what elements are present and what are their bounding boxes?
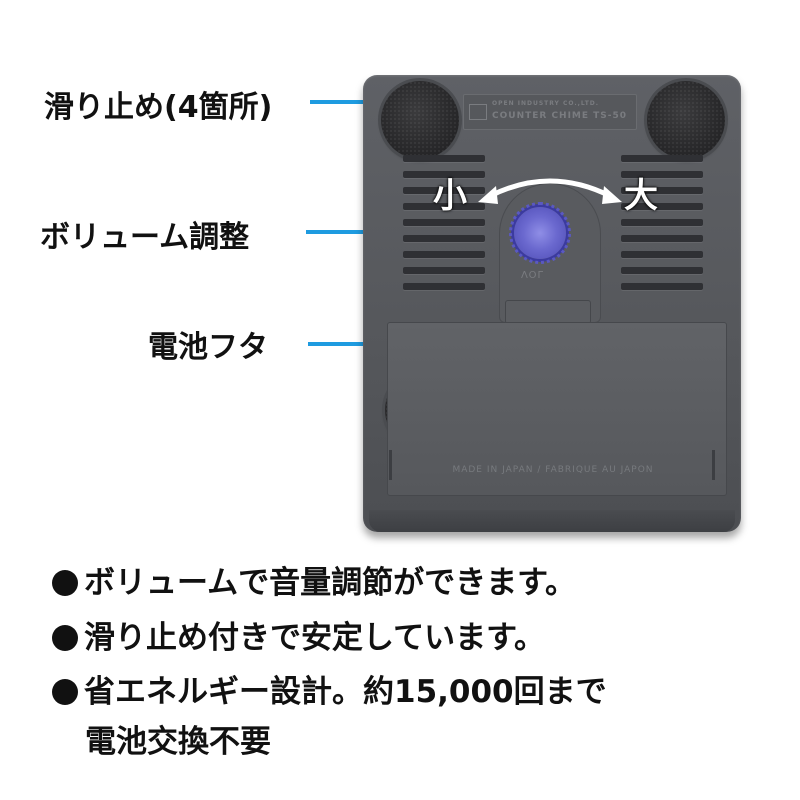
volume-low-marker: 小 [433,176,467,216]
volume-direction-arrow [478,178,622,204]
vent-slot [403,171,485,178]
vent-slot [621,283,703,290]
brand-model: COUNTER CHIME TS-50 [492,111,628,121]
anti-slip-arrow [310,100,378,104]
vent-slot [621,203,703,210]
rubber-foot-top-right [647,81,725,159]
rubber-foot-top-left [381,81,459,159]
chime-device: OPEN INDUSTRY CO.,LTD. COUNTER CHIME TS-… [363,75,741,532]
battery-latch[interactable] [505,300,591,324]
bullet-icon [52,679,78,705]
vent-slot [621,155,703,162]
battery-cover[interactable] [387,322,727,496]
vent-slot [621,187,703,194]
brand-plate: OPEN INDUSTRY CO.,LTD. COUNTER CHIME TS-… [463,94,637,130]
feature-item-energy: 省エネルギー設計。約15,000回まで [52,666,607,711]
vent-slot [403,155,485,162]
vent-slot [403,187,485,194]
vent-slot [403,235,485,242]
volume-label: ボリューム調整 [40,220,250,255]
vent-slot [403,219,485,226]
bullet-icon [52,625,78,651]
feature-text: ボリュームで音量調節ができます。 [84,565,576,601]
vent-slot [621,219,703,226]
bullet-icon [52,570,78,596]
volume-dial[interactable] [509,202,571,264]
vent-slot [621,171,703,178]
battery-cover-label: 電池フタ [148,330,268,365]
volume-high-marker: 大 [624,176,658,216]
device-edge [369,510,735,532]
feature-text: 省エネルギー設計。約15,000回まで [84,674,607,710]
anti-slip-label: 滑り止め(4箇所) [44,90,273,125]
feature-item-energy-continued: 電池交換不要 [85,724,271,760]
vent-slot [621,267,703,274]
lid-slot-right [712,450,715,480]
origin-marking: MADE IN JAPAN / FABRIQUE AU JAPON [452,465,654,475]
vent-slot [621,235,703,242]
vent-slot [403,267,485,274]
brand-maker: OPEN INDUSTRY CO.,LTD. [492,100,600,107]
vent-slot [403,283,485,290]
brand-logo [469,104,487,120]
dial-label: VOL [521,268,545,279]
lid-slot-left [389,450,392,480]
feature-item-anti-slip: 滑り止め付きで安定しています。 [52,612,545,657]
feature-text: 滑り止め付きで安定しています。 [84,620,545,656]
vent-slot [403,203,485,210]
vent-slot [621,251,703,258]
feature-item-volume: ボリュームで音量調節ができます。 [52,557,576,602]
vent-slot [403,251,485,258]
battery-cover-arrow [308,342,408,346]
